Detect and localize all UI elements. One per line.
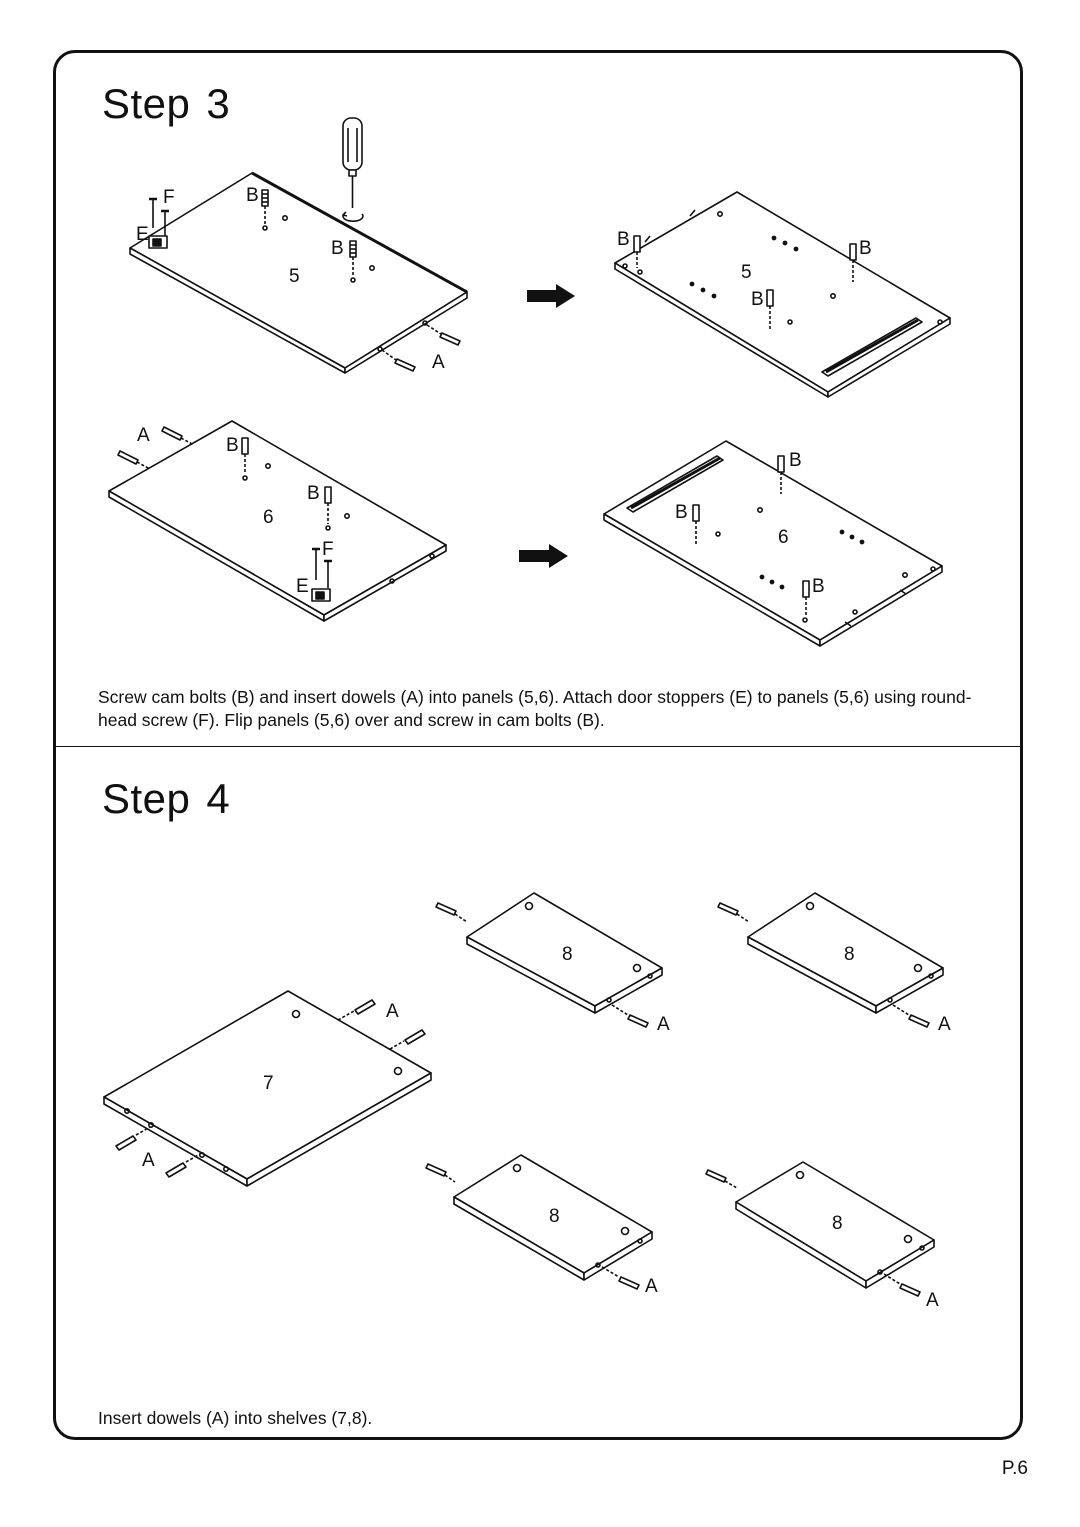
label-f: F [322, 539, 334, 560]
page-number: P.6 [1001, 1458, 1028, 1479]
cam-bolt-icon [766, 289, 774, 330]
cam-bolt-icon [849, 243, 857, 282]
shelf-7-label: 7 [263, 1073, 274, 1094]
shelf-8-label: 8 [832, 1213, 843, 1234]
screwdriver-icon [342, 117, 364, 222]
label-f: F [163, 187, 175, 208]
shelf-8-label: 8 [844, 944, 855, 965]
dowel-icon [705, 1169, 738, 1189]
panel-5-label: 5 [741, 262, 752, 283]
dowel-icon [381, 349, 416, 372]
section-divider [53, 746, 1023, 747]
dowel-icon [117, 450, 151, 470]
cam-bolt-icon [261, 189, 269, 224]
label-b: B [246, 185, 259, 206]
dowel-icon [425, 1163, 456, 1183]
step3-caption: Screw cam bolts (B) and insert dowels (A… [98, 687, 972, 730]
label-a: A [926, 1290, 939, 1311]
step4-label: Step [102, 775, 191, 822]
shelf-8-label: 8 [549, 1206, 560, 1227]
step4-caption: Insert dowels (A) into shelves (7,8). [98, 1408, 373, 1428]
dowel-icon [892, 1004, 930, 1028]
cam-bolt-icon [241, 437, 249, 474]
shelf-8: 8 [453, 1154, 653, 1281]
door-stopper-icon [311, 588, 331, 602]
label-a: A [432, 352, 445, 373]
shelf-8: 8 [466, 892, 663, 1014]
label-b: B [307, 483, 320, 504]
right-arrow-icon [527, 284, 575, 308]
step3-title: Step 3 [102, 80, 230, 128]
label-a: A [938, 1014, 951, 1035]
label-b: B [226, 435, 239, 456]
dowel-icon [115, 1126, 151, 1151]
door-stopper-icon [148, 235, 168, 249]
dowel-icon [611, 1004, 649, 1028]
label-e: E [296, 576, 309, 597]
panel-6-label: 6 [778, 527, 789, 548]
cam-bolt-icon [802, 580, 810, 616]
label-e: E [136, 224, 149, 245]
dowel-icon [883, 1273, 921, 1297]
label-b: B [859, 238, 872, 259]
label-a: A [137, 425, 150, 446]
shelf-8: 8 [747, 892, 944, 1014]
label-b: B [751, 289, 764, 310]
panel-6-after: 6 [603, 440, 943, 647]
step4-title: Step 4 [102, 775, 230, 823]
label-b: B [617, 229, 630, 250]
shelf-8: 8 [735, 1161, 935, 1289]
shelf-7: 7 [103, 990, 432, 1187]
cam-bolt-icon [692, 504, 700, 544]
step3-number: 3 [206, 80, 231, 127]
label-a: A [657, 1014, 670, 1035]
dowel-icon [717, 902, 750, 923]
round-head-screw-icon [312, 547, 332, 588]
panel-6-before: 6 [108, 420, 447, 622]
label-b: B [812, 576, 825, 597]
dowel-icon [389, 1029, 426, 1050]
cam-bolt-icon [324, 486, 332, 524]
label-a: A [386, 1001, 399, 1022]
label-a: A [645, 1276, 658, 1297]
label-b: B [789, 450, 802, 471]
dowel-icon [601, 1266, 640, 1290]
panel-6-label: 6 [263, 507, 274, 528]
step3-label: Step [102, 80, 191, 127]
cam-bolt-icon [633, 235, 641, 268]
dowel-icon [426, 324, 461, 346]
dowel-icon [165, 1153, 201, 1178]
step4-number: 4 [206, 775, 231, 822]
right-arrow-icon [519, 544, 568, 568]
label-b: B [675, 502, 688, 523]
page-frame [53, 50, 1023, 1440]
label-a: A [142, 1150, 155, 1171]
dowel-icon [337, 999, 376, 1021]
panel-5-before: 5 [129, 171, 468, 374]
panel-5-label: 5 [289, 266, 300, 287]
panel-5-after: 5 [614, 191, 951, 398]
cam-bolt-icon [777, 455, 785, 494]
shelf-8-label: 8 [562, 944, 573, 965]
label-b: B [331, 238, 344, 259]
cam-bolt-icon [349, 240, 357, 275]
dowel-icon [161, 426, 195, 446]
dowel-icon [435, 902, 468, 923]
